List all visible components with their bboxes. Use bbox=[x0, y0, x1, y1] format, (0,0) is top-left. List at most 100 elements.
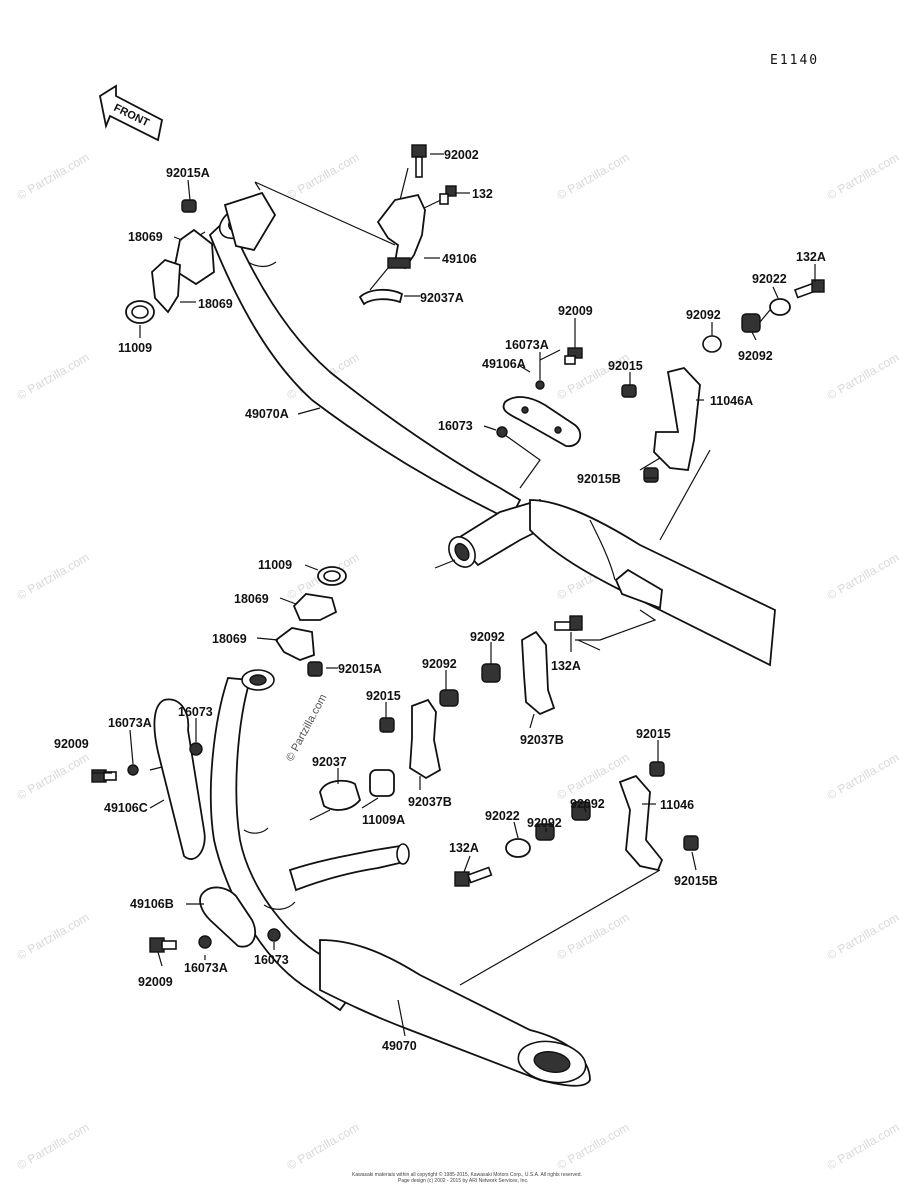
bolt-92009-left bbox=[91, 769, 117, 783]
watermark: © Partzilla.com bbox=[555, 750, 632, 803]
part-label-49070: 49070 bbox=[382, 1039, 417, 1053]
part-label-16073a: 16073A bbox=[108, 716, 152, 730]
part-label-92022: 92022 bbox=[752, 272, 787, 286]
nut-92015-right bbox=[649, 761, 665, 777]
part-label-92009: 92009 bbox=[138, 975, 173, 989]
part-label-132: 132 bbox=[472, 187, 493, 201]
clamp-92037a bbox=[358, 288, 404, 306]
part-label-92022: 92022 bbox=[485, 809, 520, 823]
copyright-line-2: Page design (c) 2002 - 2015 by ARI Netwo… bbox=[398, 1178, 528, 1184]
part-label-92015: 92015 bbox=[366, 689, 401, 703]
nut-92015b-top bbox=[643, 467, 659, 483]
part-label-92037b: 92037B bbox=[408, 795, 452, 809]
part-label-92002: 92002 bbox=[444, 148, 479, 162]
part-label-92009: 92009 bbox=[54, 737, 89, 751]
part-label-92009: 92009 bbox=[558, 304, 593, 318]
washer-92022-top bbox=[769, 298, 791, 316]
watermark-center: © Partzilla.com bbox=[284, 692, 329, 763]
washer-16073-bot bbox=[267, 928, 281, 942]
part-label-16073: 16073 bbox=[254, 953, 289, 967]
washer-16073a-top bbox=[535, 380, 545, 390]
part-label-49070a: 49070A bbox=[245, 407, 289, 421]
watermark: © Partzilla.com bbox=[15, 550, 92, 603]
part-label-92092: 92092 bbox=[470, 630, 505, 644]
washer-16073-left bbox=[189, 742, 203, 756]
part-label-49106c: 49106C bbox=[104, 801, 148, 815]
watermark: © Partzilla.com bbox=[825, 350, 902, 403]
gasket-11009-top bbox=[125, 300, 155, 324]
gasket-11009-mid bbox=[317, 566, 347, 586]
part-label-11046a: 11046A bbox=[710, 394, 753, 408]
cover-49106b bbox=[199, 886, 257, 948]
watermark: © Partzilla.com bbox=[825, 1120, 902, 1173]
clamp-92037b-upper bbox=[521, 630, 556, 716]
part-label-92092: 92092 bbox=[527, 816, 562, 830]
part-label-92015a: 92015A bbox=[166, 166, 210, 180]
damper-92092-top bbox=[702, 313, 761, 353]
sleeve-11009a bbox=[369, 769, 395, 797]
part-label-18069: 18069 bbox=[198, 297, 233, 311]
bolt-132a-top bbox=[793, 279, 825, 299]
watermark: © Partzilla.com bbox=[15, 1120, 92, 1173]
part-label-16073a: 16073A bbox=[505, 338, 549, 352]
watermark: © Partzilla.com bbox=[15, 750, 92, 803]
label-leaders bbox=[92, 153, 816, 1037]
clamp-49106 bbox=[376, 193, 426, 270]
watermark: © Partzilla.com bbox=[555, 1120, 632, 1173]
flange-18069-mid bbox=[274, 593, 338, 661]
watermark: © Partzilla.com bbox=[825, 550, 902, 603]
part-label-132a: 132A bbox=[449, 841, 479, 855]
washer-16073a-bot bbox=[198, 935, 212, 949]
exhaust-pipe-49070a bbox=[208, 191, 776, 667]
damper-92092-mid bbox=[439, 663, 501, 707]
part-label-16073a: 16073A bbox=[184, 961, 228, 975]
part-label-92092: 92092 bbox=[686, 308, 721, 322]
part-label-49106: 49106 bbox=[442, 252, 477, 266]
part-label-92015b: 92015B bbox=[674, 874, 718, 888]
nut-92015b-low bbox=[683, 835, 699, 851]
washer-16073-top bbox=[496, 426, 508, 438]
bolt-92002 bbox=[411, 144, 427, 178]
part-label-92037b: 92037B bbox=[520, 733, 564, 747]
assembly-lines-upper bbox=[194, 167, 771, 641]
bolt-132a-low bbox=[454, 866, 493, 887]
part-label-92037: 92037 bbox=[312, 755, 347, 769]
part-label-18069: 18069 bbox=[234, 592, 269, 606]
watermark: © Partzilla.com bbox=[15, 150, 92, 203]
watermark: © Partzilla.com bbox=[825, 150, 902, 203]
cover-49106c bbox=[153, 698, 206, 860]
part-label-92015a: 92015A bbox=[338, 662, 382, 676]
part-label-49106a: 49106A bbox=[482, 357, 526, 371]
nut-92015-top bbox=[621, 384, 637, 398]
watermark: © Partzilla.com bbox=[15, 350, 92, 403]
cover-49106a bbox=[502, 396, 582, 447]
bracket-11046a bbox=[653, 366, 701, 471]
part-label-11046: 11046 bbox=[660, 798, 694, 812]
part-label-92015b: 92015B bbox=[577, 472, 621, 486]
bolt-132a-mid bbox=[554, 615, 583, 631]
part-label-132a: 132A bbox=[551, 659, 581, 673]
damper-92092-low bbox=[535, 801, 591, 841]
part-label-92092: 92092 bbox=[738, 349, 773, 363]
part-label-11009a: 11009A bbox=[362, 813, 405, 827]
part-label-16073: 16073 bbox=[438, 419, 473, 433]
part-label-92092: 92092 bbox=[570, 797, 605, 811]
bolt-92009-bot bbox=[149, 937, 177, 953]
watermark: © Partzilla.com bbox=[825, 910, 902, 963]
front-arrow-icon: FRONT bbox=[98, 84, 164, 142]
nut-92015-mid bbox=[379, 717, 395, 733]
nut-92015a-mid bbox=[307, 661, 323, 677]
part-label-92015: 92015 bbox=[608, 359, 643, 373]
part-label-92092: 92092 bbox=[422, 657, 457, 671]
part-label-16073: 16073 bbox=[178, 705, 213, 719]
part-label-92037a: 92037A bbox=[420, 291, 464, 305]
watermark: © Partzilla.com bbox=[555, 150, 632, 203]
bolt-92009-top bbox=[564, 347, 583, 365]
part-label-18069: 18069 bbox=[128, 230, 163, 244]
watermark: © Partzilla.com bbox=[825, 750, 902, 803]
part-label-11009: 11009 bbox=[258, 558, 292, 572]
diagram-code: E1140 bbox=[770, 53, 819, 68]
part-label-18069: 18069 bbox=[212, 632, 247, 646]
part-labels: 92002 132 49106 92037A 92015A 18069 1806… bbox=[54, 148, 826, 1053]
